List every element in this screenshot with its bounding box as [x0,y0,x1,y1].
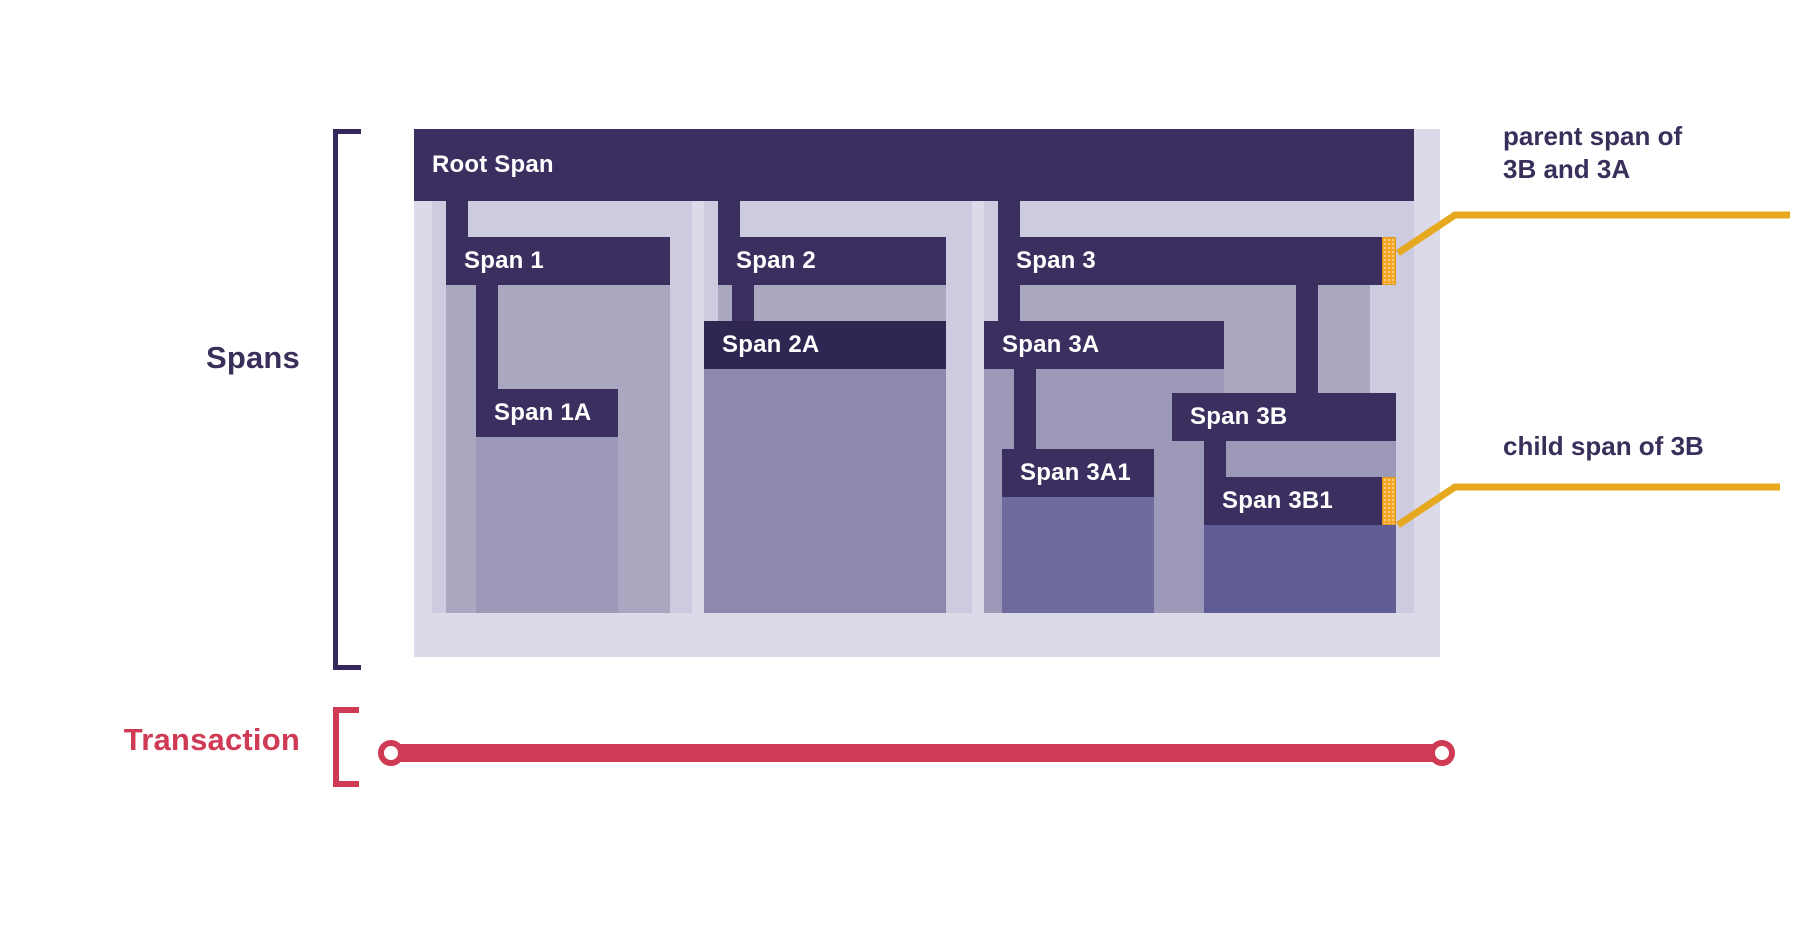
connector-span3b-to-span3b1 [1204,441,1226,485]
transaction-duration-bar [390,744,1450,762]
spans-bracket [333,129,361,670]
connector-root-to-span3 [998,201,1020,237]
span-body-3a1 [1002,497,1154,613]
highlight-child-span-3b1 [1382,477,1396,525]
highlight-parent-span-3 [1382,237,1396,285]
span-body-3b1 [1204,525,1396,613]
leader-line-parent [1396,211,1790,256]
transaction-start-marker[interactable] [378,740,404,766]
transaction-section-label: Transaction [123,722,300,757]
span-bar-3a[interactable]: Span 3A [984,321,1224,369]
span-body-1a [476,437,618,613]
span-body-2a [704,369,946,613]
spans-waterfall: Root Span Span 1 Span 1A Span 2 Span 2A … [414,129,1440,657]
annotation-parent-span: parent span of 3B and 3A [1503,121,1683,185]
span-bar-2a[interactable]: Span 2A [704,321,946,369]
span-bar-1a[interactable]: Span 1A [476,389,618,437]
span-bar-3a1[interactable]: Span 3A1 [1002,449,1154,497]
span-bar-1[interactable]: Span 1 [446,237,670,285]
connector-span2-to-span2a [732,285,754,329]
annotation-child-span: child span of 3B [1503,431,1704,461]
span-bar-3b1[interactable]: Span 3B1 [1204,477,1396,525]
span-bar-2[interactable]: Span 2 [718,237,946,285]
leader-line-child [1396,483,1780,528]
span-bar-3b[interactable]: Span 3B [1172,393,1396,441]
transaction-end-marker[interactable] [1429,740,1455,766]
span-bar-3[interactable]: Span 3 [998,237,1396,285]
spans-section-label: Spans [205,340,300,375]
transaction-bracket [333,707,359,787]
connector-root-to-span2 [718,201,740,237]
span-bar-root[interactable]: Root Span [414,129,1414,201]
connector-span3-to-span3a [998,285,1020,329]
connector-root-to-span1 [446,201,468,237]
